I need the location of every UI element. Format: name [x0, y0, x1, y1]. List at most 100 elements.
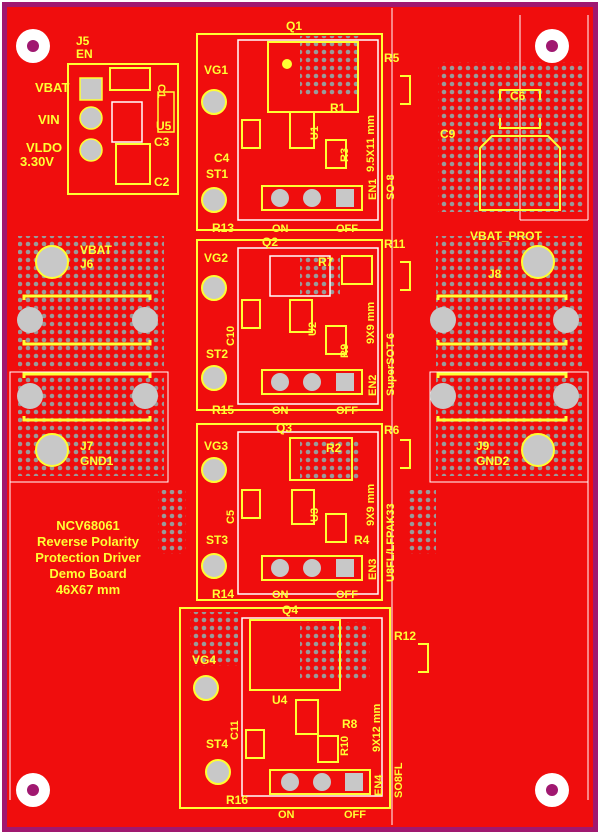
ldo-label-vbat: VBAT: [35, 80, 69, 95]
ldo-connector-pad: [79, 106, 103, 130]
ch1-off: OFF: [336, 223, 358, 235]
output-capacitors: C6 C9: [440, 89, 561, 211]
channel-1: Q1 VG1 ST1 C4 R5 R1 R3 U1 R13 ON OFF EN1…: [196, 19, 411, 235]
ldo-section: J5 EN VBAT VIN VLDO 3.30V C1 U5 C3 C2: [20, 34, 179, 195]
ch3-r-bot: R14: [212, 587, 234, 601]
title-line1: NCV68061: [56, 518, 120, 533]
ch1-pkg: SO-8: [385, 174, 397, 200]
ch1-r-b: R3: [339, 148, 351, 162]
board-title: NCV68061 Reverse Polarity Protection Dri…: [35, 518, 140, 597]
ch1-q: Q1: [286, 19, 302, 33]
ch4-r-top: R12: [394, 629, 416, 643]
terminal-pad: [35, 245, 69, 279]
ch3-en: EN3: [367, 559, 379, 580]
ch2-off: OFF: [336, 405, 358, 417]
ch1-size: 9.5X11 mm: [365, 115, 377, 172]
ch4-size: 9X12 mm: [371, 703, 383, 752]
source-test-point: [201, 365, 227, 391]
ch2-on: ON: [272, 405, 289, 417]
gate-test-point: [193, 675, 219, 701]
ch1-r-a: R1: [330, 101, 346, 115]
ch2-cap: C10: [225, 326, 237, 346]
ch4-pkg: SO8FL: [393, 762, 405, 798]
ch3-r-a: R2: [326, 441, 342, 455]
ldo-label-vin: VIN: [38, 112, 60, 127]
ch3-st: ST3: [206, 533, 228, 547]
ch4-u: U4: [272, 693, 288, 707]
ch2-size: 9X9 mm: [365, 302, 377, 344]
ldo-label-c3: C3: [154, 135, 170, 149]
source-test-point: [201, 187, 227, 213]
label-c6: C6: [510, 89, 526, 103]
ch4-r-bot: R16: [226, 793, 248, 807]
ch2-r-bot: R15: [212, 403, 234, 417]
ldo-label-voltage: 3.30V: [20, 154, 54, 169]
ch1-st: ST1: [206, 167, 228, 181]
ldo-label-en: EN: [76, 47, 93, 61]
ch1-on: ON: [272, 223, 289, 235]
ch4-r-b: R10: [339, 736, 351, 756]
ch2-q: Q2: [262, 235, 278, 249]
ch3-pkg: U8FL/LFPAK33: [385, 503, 397, 582]
ch3-cap: C5: [225, 510, 237, 524]
ch2-r-b: R9: [339, 344, 351, 358]
ldo-label-j5: J5: [76, 34, 90, 48]
ch4-cap: C11: [229, 720, 241, 740]
ch4-vg: VG4: [192, 653, 216, 667]
channel-2: Q2 VG2 ST2 C10 R11 R7 R9 U2 R15 ON OFF E…: [196, 235, 411, 417]
ldo-label-u5: U5: [156, 119, 172, 133]
ldo-connector-pad: [79, 77, 103, 101]
ldo-label-c2: C2: [154, 175, 170, 189]
label-gnd2: GND2: [476, 454, 510, 468]
ch3-u: U3: [309, 508, 321, 522]
ch2-r-a: R7: [318, 255, 334, 269]
ch2-pkg: SuperSOT-6: [385, 333, 397, 396]
title-line5: 46X67 mm: [56, 582, 120, 597]
gate-test-point: [201, 457, 227, 483]
ch3-q: Q3: [276, 421, 292, 435]
label-c9: C9: [440, 127, 456, 141]
terminal-pad: [521, 433, 555, 467]
ch1-vg: VG1: [204, 63, 228, 77]
ch4-off: OFF: [344, 809, 366, 821]
ch1-en: EN1: [367, 179, 379, 200]
label-vbat-prot: VBAT_PROT: [470, 229, 542, 243]
connector-block-left: VBAT J6 J7 GND1: [17, 243, 158, 468]
ch4-st: ST4: [206, 737, 228, 751]
ch1-u: U1: [309, 126, 321, 140]
terminal-pad: [17, 307, 43, 333]
source-test-point: [201, 553, 227, 579]
ch3-off: OFF: [336, 589, 358, 601]
terminal-pad: [430, 307, 456, 333]
ch2-st: ST2: [206, 347, 228, 361]
source-test-point: [205, 759, 231, 785]
terminal-pad: [521, 245, 555, 279]
ch4-q: Q4: [282, 603, 298, 617]
terminal-pad: [132, 307, 158, 333]
ch2-u: U2: [307, 322, 319, 336]
gate-test-point: [201, 89, 227, 115]
channel-3: Q3 VG3 ST3 C5 R6 R2 R4 U3 R14 ON OFF EN3…: [196, 421, 411, 601]
ch3-r-top: R6: [384, 423, 400, 437]
ch4-r-a: R8: [342, 717, 358, 731]
connector-block-right: VBAT_PROT J8 J9 GND2: [430, 229, 579, 468]
ch1-r-top: R5: [384, 51, 400, 65]
terminal-pad: [553, 383, 579, 409]
ch1-r-bot: R13: [212, 221, 234, 235]
label-j9: J9: [476, 439, 490, 453]
label-j8: J8: [488, 267, 502, 281]
ch2-en: EN2: [367, 375, 379, 396]
terminal-pad: [17, 383, 43, 409]
terminal-pad: [553, 307, 579, 333]
ch3-size: 9X9 mm: [365, 484, 377, 526]
ch4-on: ON: [278, 809, 295, 821]
label-vbat-in: VBAT: [80, 243, 112, 257]
ch3-on: ON: [272, 589, 289, 601]
via-fields: [18, 36, 584, 680]
title-line4: Demo Board: [49, 566, 126, 581]
ldo-connector-pad: [79, 138, 103, 162]
ldo-label-vldo: VLDO: [26, 140, 62, 155]
ch3-vg: VG3: [204, 439, 228, 453]
label-j6: J6: [80, 257, 94, 271]
